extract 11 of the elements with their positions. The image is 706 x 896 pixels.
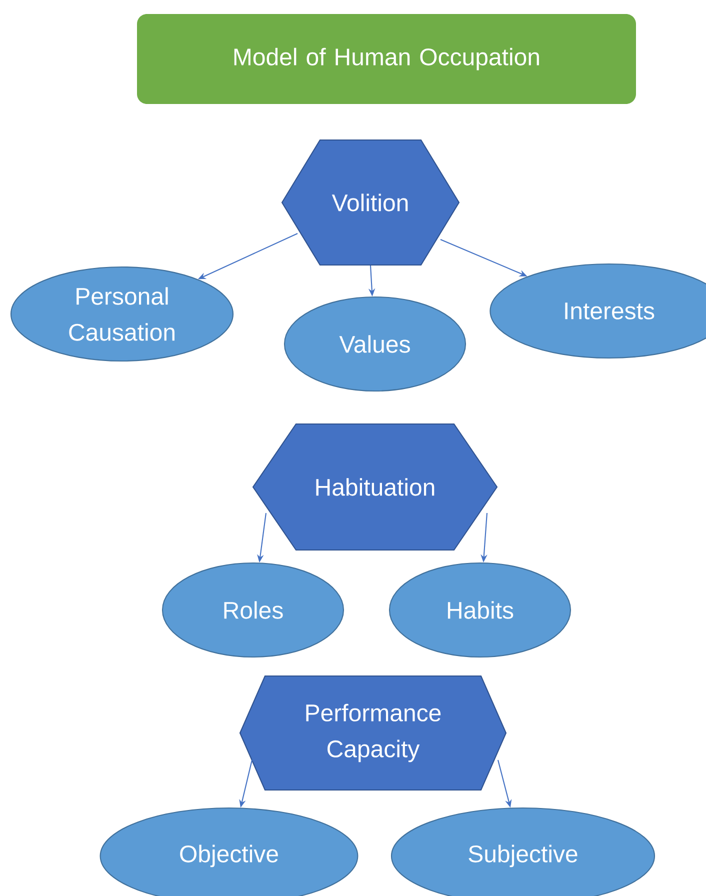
ellipse-node: Values — [284, 296, 466, 392]
ellipse-node: Roles — [162, 562, 344, 658]
ellipse-node: Personal Causation — [10, 266, 234, 362]
ellipse-node: Interests — [490, 263, 706, 359]
hexagon-node: Habituation — [252, 423, 498, 551]
ellipse-node: Subjective — [390, 807, 656, 896]
hexagon-node: Volition — [281, 139, 460, 266]
hexagon-node: Performance Capacity — [239, 675, 507, 791]
ellipse-node: Objective — [100, 807, 358, 896]
title-box: Model of Human Occupation — [137, 14, 636, 104]
ellipse-node: Habits — [388, 562, 572, 658]
